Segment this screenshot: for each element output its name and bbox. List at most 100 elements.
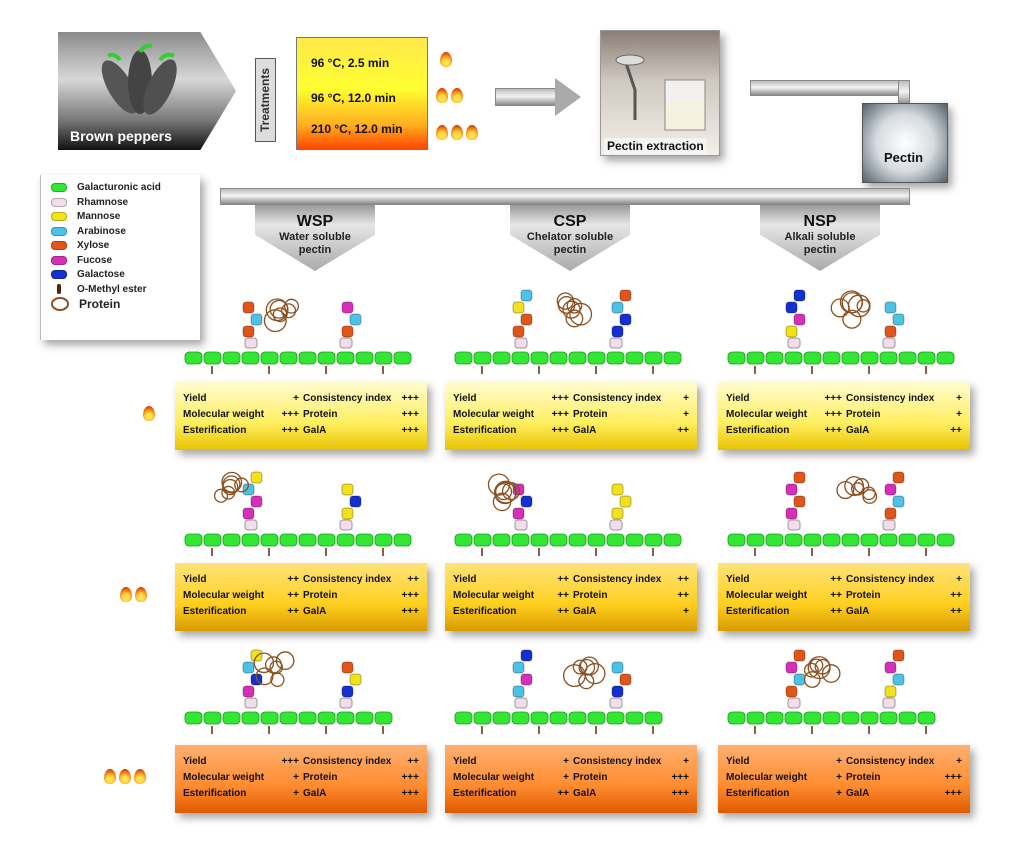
sugar-unit <box>785 325 798 338</box>
protein-coil <box>263 309 287 333</box>
property-level: ++ <box>830 605 842 617</box>
property-name: Protein <box>573 771 608 783</box>
protein-coil <box>856 299 871 313</box>
rhamnose-unit <box>244 697 258 709</box>
galacturonic-unit <box>298 351 317 365</box>
pectin-extraction-label: Pectin extraction <box>604 138 707 154</box>
fraction-csp: CSP Chelator soluble pectin <box>510 205 630 271</box>
pepper-label: Brown peppers <box>70 128 172 144</box>
property-level: ++ <box>950 589 962 601</box>
pectin-structure <box>727 471 955 556</box>
properties-table: Yield++Consistency index++Molecular weig… <box>445 563 697 631</box>
sugar-unit <box>512 685 525 698</box>
property-name: GalA <box>573 605 597 617</box>
sugar-unit <box>892 313 905 326</box>
sugar-unit <box>884 507 897 520</box>
sugar-unit <box>341 507 354 520</box>
fraction-name: Water soluble pectin <box>279 231 351 256</box>
property-level: + <box>836 771 842 783</box>
protein-coil <box>569 302 593 326</box>
galacturonic-unit <box>222 533 241 547</box>
table-row: Esterification+GalA+++ <box>726 785 962 801</box>
sugar-unit <box>611 325 624 338</box>
galacturonic-unit <box>454 351 473 365</box>
legend-item: Protein <box>51 296 120 311</box>
fraction-nsp: NSP Alkali soluble pectin <box>760 205 880 271</box>
galacturonic-unit <box>222 351 241 365</box>
galacturonic-unit <box>530 351 549 365</box>
property-name: Protein <box>846 408 881 420</box>
protein-coil <box>234 477 250 493</box>
legend-swatch <box>51 226 67 236</box>
galacturonic-unit <box>568 351 587 365</box>
galacturonic-unit <box>184 351 203 365</box>
galacturonic-unit <box>587 711 606 725</box>
sugar-unit <box>520 495 533 508</box>
property-name: Consistency index <box>846 755 935 767</box>
sugar-unit <box>793 673 806 686</box>
fraction-bar <box>220 188 910 205</box>
legend-label: Fucose <box>77 254 113 266</box>
galacturonic-unit <box>454 533 473 547</box>
galacturonic-unit <box>587 533 606 547</box>
sugar-unit <box>884 483 897 496</box>
sugar-unit <box>520 673 533 686</box>
property-level: ++ <box>557 605 569 617</box>
table-row: Yield+++Consistency index+ <box>726 390 962 406</box>
property-name: Protein <box>846 589 881 601</box>
protein-coil <box>495 483 513 501</box>
property-name: Yield <box>453 755 477 767</box>
connector-bar <box>750 80 910 96</box>
galacturonic-unit <box>898 533 917 547</box>
galacturonic-unit <box>841 351 860 365</box>
galacturonic-unit <box>644 533 663 547</box>
property-level: +++ <box>671 771 689 783</box>
fraction-abbr: CSP <box>553 213 587 230</box>
galacturonic-unit <box>355 351 374 365</box>
legend-item: Galactose <box>51 268 125 281</box>
protein-coil <box>270 672 285 687</box>
galacturonic-unit <box>746 533 765 547</box>
table-row: Molecular weight+++Protein+ <box>726 406 962 422</box>
property-name: Esterification <box>726 787 790 799</box>
galacturonic-unit <box>746 711 765 725</box>
heat-level-flames <box>104 769 149 789</box>
galacturonic-unit <box>260 533 279 547</box>
rhamnose-unit <box>882 519 896 531</box>
property-level: +++ <box>401 589 419 601</box>
sugar-unit <box>250 471 263 484</box>
galacturonic-unit <box>803 533 822 547</box>
property-level: +++ <box>824 392 842 404</box>
rhamnose-unit <box>514 337 528 349</box>
property-level: +++ <box>281 408 299 420</box>
protein-coil <box>578 659 596 676</box>
galacturonic-unit <box>374 533 393 547</box>
property-level: +++ <box>401 392 419 404</box>
property-level: +++ <box>401 605 419 617</box>
property-level: + <box>683 605 689 617</box>
galacturonic-unit <box>298 711 317 725</box>
legend-item: Galacturonic acid <box>51 181 161 194</box>
legend-label: Rhamnose <box>77 196 129 208</box>
galacturonic-unit <box>530 711 549 725</box>
galacturonic-unit <box>803 351 822 365</box>
protein-coil <box>841 292 863 314</box>
table-row: Yield++Consistency index++ <box>453 571 689 587</box>
protein-coil <box>562 664 586 688</box>
property-name: Protein <box>846 771 881 783</box>
property-level: + <box>563 755 569 767</box>
property-name: Molecular weight <box>453 771 535 783</box>
flame-icon-x3 <box>436 125 481 145</box>
galacturonic-unit <box>317 351 336 365</box>
property-name: Protein <box>573 589 608 601</box>
galacturonic-unit <box>879 533 898 547</box>
galacturonic-unit <box>336 351 355 365</box>
galacturonic-unit <box>473 351 492 365</box>
legend-swatch <box>51 197 67 207</box>
galacturonic-unit <box>241 533 260 547</box>
galacturonic-unit <box>784 533 803 547</box>
property-level: ++ <box>287 605 299 617</box>
sugar-unit <box>619 673 632 686</box>
legend-label: O-Methyl ester <box>77 283 147 295</box>
property-level: +++ <box>401 787 419 799</box>
